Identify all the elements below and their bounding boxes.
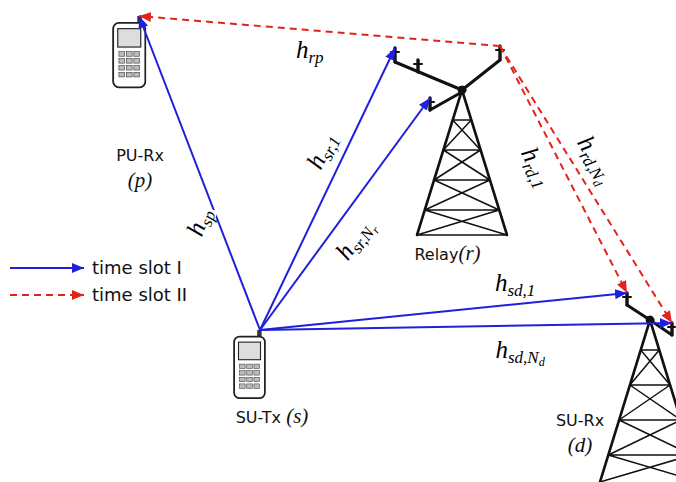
node-symbol: (d) [550, 432, 610, 459]
channel-label: hrd,Nd [570, 129, 621, 188]
channel-label: hrd,1 [515, 141, 559, 192]
node-name: SU-Tx (s) [222, 403, 322, 430]
node-symbol: (r) [458, 241, 480, 265]
channel-arrow [500, 46, 672, 323]
channel-subscript-part: sd,N [508, 348, 539, 367]
legend-text: time slot II [92, 284, 187, 305]
legend-line-sample [6, 261, 86, 275]
tower-node: SU-Rx (d) [548, 285, 676, 482]
legend-arrow [10, 267, 84, 269]
phone-icon [234, 330, 265, 398]
channel-label: hsr,Nr [329, 211, 380, 266]
node-name-part: SU-Rx [556, 411, 604, 430]
node-label: Relay(r) [385, 240, 510, 267]
legend-text: time slot I [92, 257, 182, 278]
node-name: PU-Rx (p) [108, 146, 172, 194]
node-name-part: SU-Tx [236, 408, 287, 427]
node-label: SU-Tx (s) [222, 403, 322, 430]
node-name-part: Relay [414, 245, 458, 264]
channel-arrow [260, 48, 395, 330]
channel-symbol: h [495, 269, 508, 296]
legend: time slot I time slot II [6, 254, 187, 308]
relay-node: Relay(r) [385, 40, 510, 271]
legend-entry: time slot I [6, 254, 187, 281]
node-label: PU-Rx (p) [108, 146, 172, 194]
channel-subscript-part: d [539, 355, 545, 369]
channel-gain: hsr,1 [300, 128, 340, 173]
node-label: SU-Rx (d) [550, 411, 610, 459]
channel-arrow [500, 46, 627, 293]
receiver-tower [600, 293, 676, 482]
phone-icon [113, 16, 145, 87]
channel-label: hrp [294, 36, 326, 64]
channel-label: hsd,1 [493, 269, 537, 297]
legend-entry: time slot II [6, 281, 187, 308]
channel-gain: hsd,Nd [496, 336, 545, 363]
channel-subscript: sd,1 [508, 281, 536, 300]
channel-symbol: h [296, 36, 309, 63]
node-name-part: PU-Rx [116, 146, 164, 165]
channel-gain: hrp [296, 36, 324, 63]
channel-label: hsd,Nd [494, 336, 547, 364]
channel-gain: hsd,1 [495, 269, 535, 296]
channel-label: hsp [180, 202, 217, 241]
channel-symbol: h [496, 336, 509, 363]
channel-subscript: sd,Nd [508, 348, 545, 367]
channel-arrow [139, 16, 260, 330]
phone-node: PU-Rx (p) [108, 14, 172, 198]
channel-subscript: rp [309, 48, 324, 67]
channel-label: hsr,1 [300, 126, 343, 175]
channel-gain: hsp [181, 204, 216, 239]
node-symbol: (p) [108, 167, 172, 194]
legend-arrow [10, 294, 84, 296]
channel-gain: hrd,Nd [572, 131, 621, 187]
phone-node: SU-Tx (s) [222, 326, 322, 434]
channel-arrow [260, 98, 430, 330]
relay-tower [391, 46, 507, 235]
channel-gain: hsr,Nr [330, 213, 378, 265]
node-name: SU-Rx (d) [550, 411, 610, 459]
node-name: Relay(r) [385, 240, 510, 267]
channel-arrow [260, 323, 672, 330]
channel-gain: hrd,1 [516, 143, 558, 191]
channel-subscript: rd,Nd [575, 148, 610, 189]
node-symbol: (s) [286, 404, 308, 428]
legend-line-sample [6, 288, 86, 302]
